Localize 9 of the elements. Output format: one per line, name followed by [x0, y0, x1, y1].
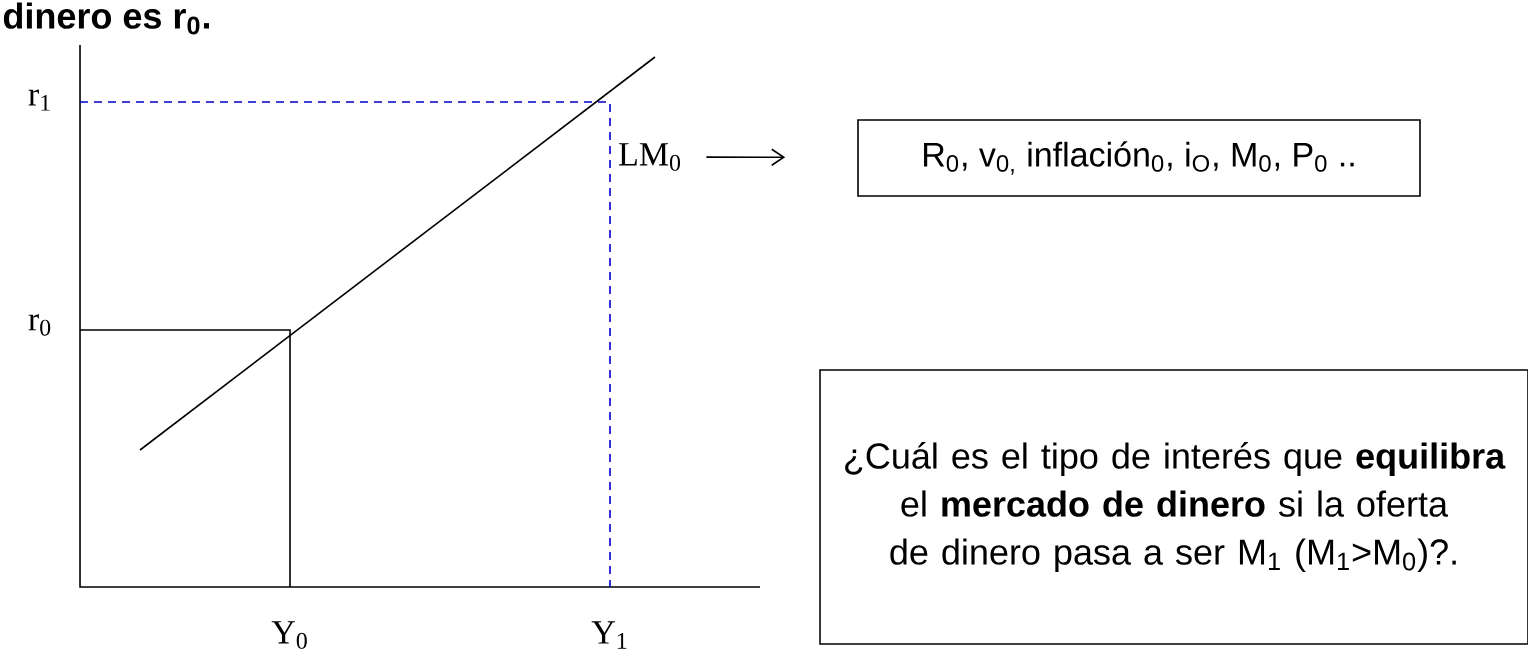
axis-label: r$_{1}$ [28, 89, 50, 111]
axis-label: r$_{0}$ [28, 314, 51, 336]
question-box: ¿Cuál es el tipo de interés que equilibra el mercado de dinero si la oferta de dinero pasa a ser M$_{1}$ (M$_{1}$>M$_{0}$)?. [819, 369, 1528, 645]
axis-label: Y$_{1}$ [591, 621, 627, 649]
axis-label: Y$_{0}$ [271, 621, 307, 649]
title: dinero es r$_{0}$. [3, 2, 209, 35]
arrow [705, 148, 786, 167]
curve-label: LM$_{0}$ [619, 143, 681, 171]
variables-box: R$_{0}$, v$_{0,}$ inflación$_{0}$, i$_{O}$, M$_{0}$, P$_{0}$ .. [857, 119, 1421, 197]
